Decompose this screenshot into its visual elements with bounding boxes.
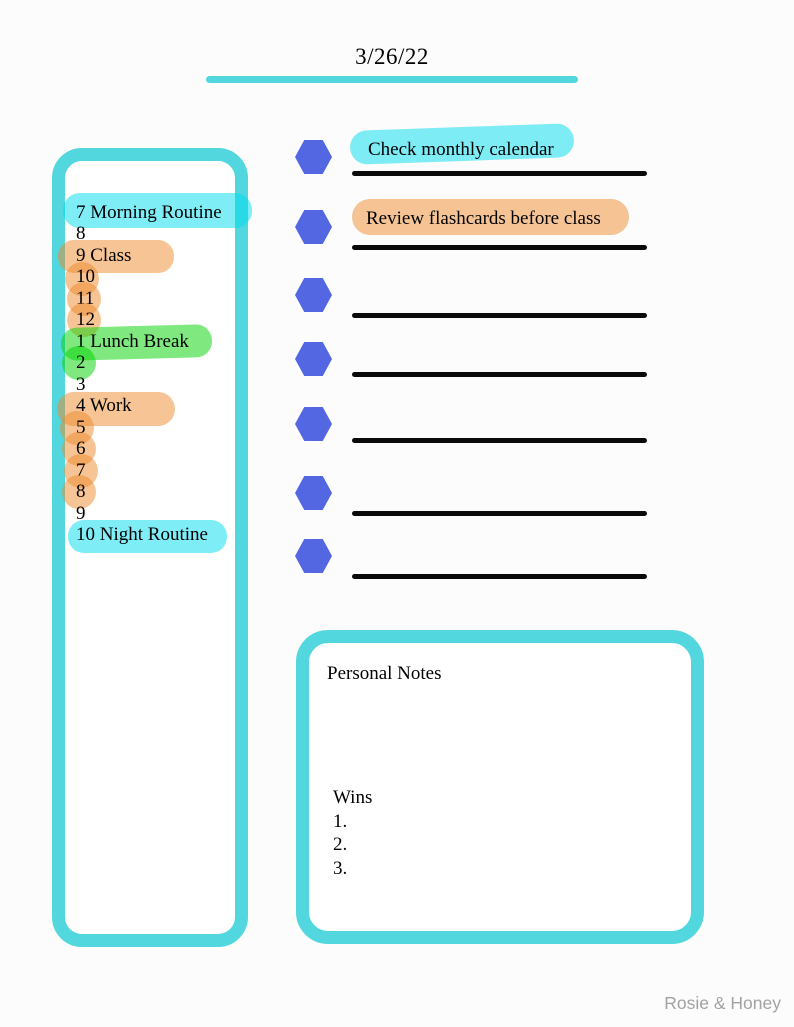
schedule-row-label: 8 [76,481,86,502]
schedule-row-label: 7 [76,459,86,481]
notes-box: Personal Notes [296,630,704,944]
win-item: 2. [333,834,348,855]
checklist-line[interactable] [352,313,647,318]
schedule-row-label: 9 [76,502,86,524]
checklist-line[interactable] [352,245,647,250]
schedule-row-label: 1 Lunch Break [76,330,189,352]
hexagon-bullet-icon[interactable] [295,210,332,244]
checklist-item-text: Review flashcards before class [366,208,601,229]
schedule-row-label: 9 Class [76,244,132,266]
wins-section: Wins 1.2.3. [333,786,372,880]
schedule-row-label: 2 [76,352,86,373]
schedule-row-label: 12 [76,309,95,330]
schedule-row-label: 8 [76,223,86,244]
hexagon-bullet-icon[interactable] [295,407,332,441]
checklist-line[interactable] [352,574,647,579]
date-underline [206,76,578,83]
checklist-line[interactable] [352,171,647,176]
hexagon-bullet-icon[interactable] [295,278,332,312]
schedule-row-label: 6 [76,438,86,459]
schedule-row-label: 10 Night Routine [76,524,208,545]
hexagon-bullet-icon[interactable] [295,342,332,376]
schedule-highlight-cyan [68,520,227,553]
hexagon-bullet-icon[interactable] [295,539,332,573]
checklist-item-text: Check monthly calendar [368,139,554,160]
win-item: 3. [333,857,348,879]
schedule-row-label: 5 [76,416,86,438]
date-heading: 3/26/22 [355,44,429,69]
schedule-highlight-green [62,346,96,380]
checklist-line[interactable] [352,372,647,377]
hexagon-bullet-icon[interactable] [295,140,332,174]
brand-watermark: Rosie & Honey [664,993,781,1013]
checklist-line[interactable] [352,511,647,516]
checklist-highlight-orange [352,199,629,235]
wins-label: Wins [333,787,373,808]
notes-title: Personal Notes [327,663,442,684]
schedule-highlight-cyan [63,193,252,228]
schedule-row-label: 3 [76,373,86,395]
win-item: 1. [333,810,348,832]
schedule-row-label: 7 Morning Routine [76,201,222,223]
schedule-row-label: 4 Work [76,395,132,416]
checklist-line[interactable] [352,438,647,443]
schedule-highlight-orange [62,475,96,509]
hexagon-bullet-icon[interactable] [295,476,332,510]
